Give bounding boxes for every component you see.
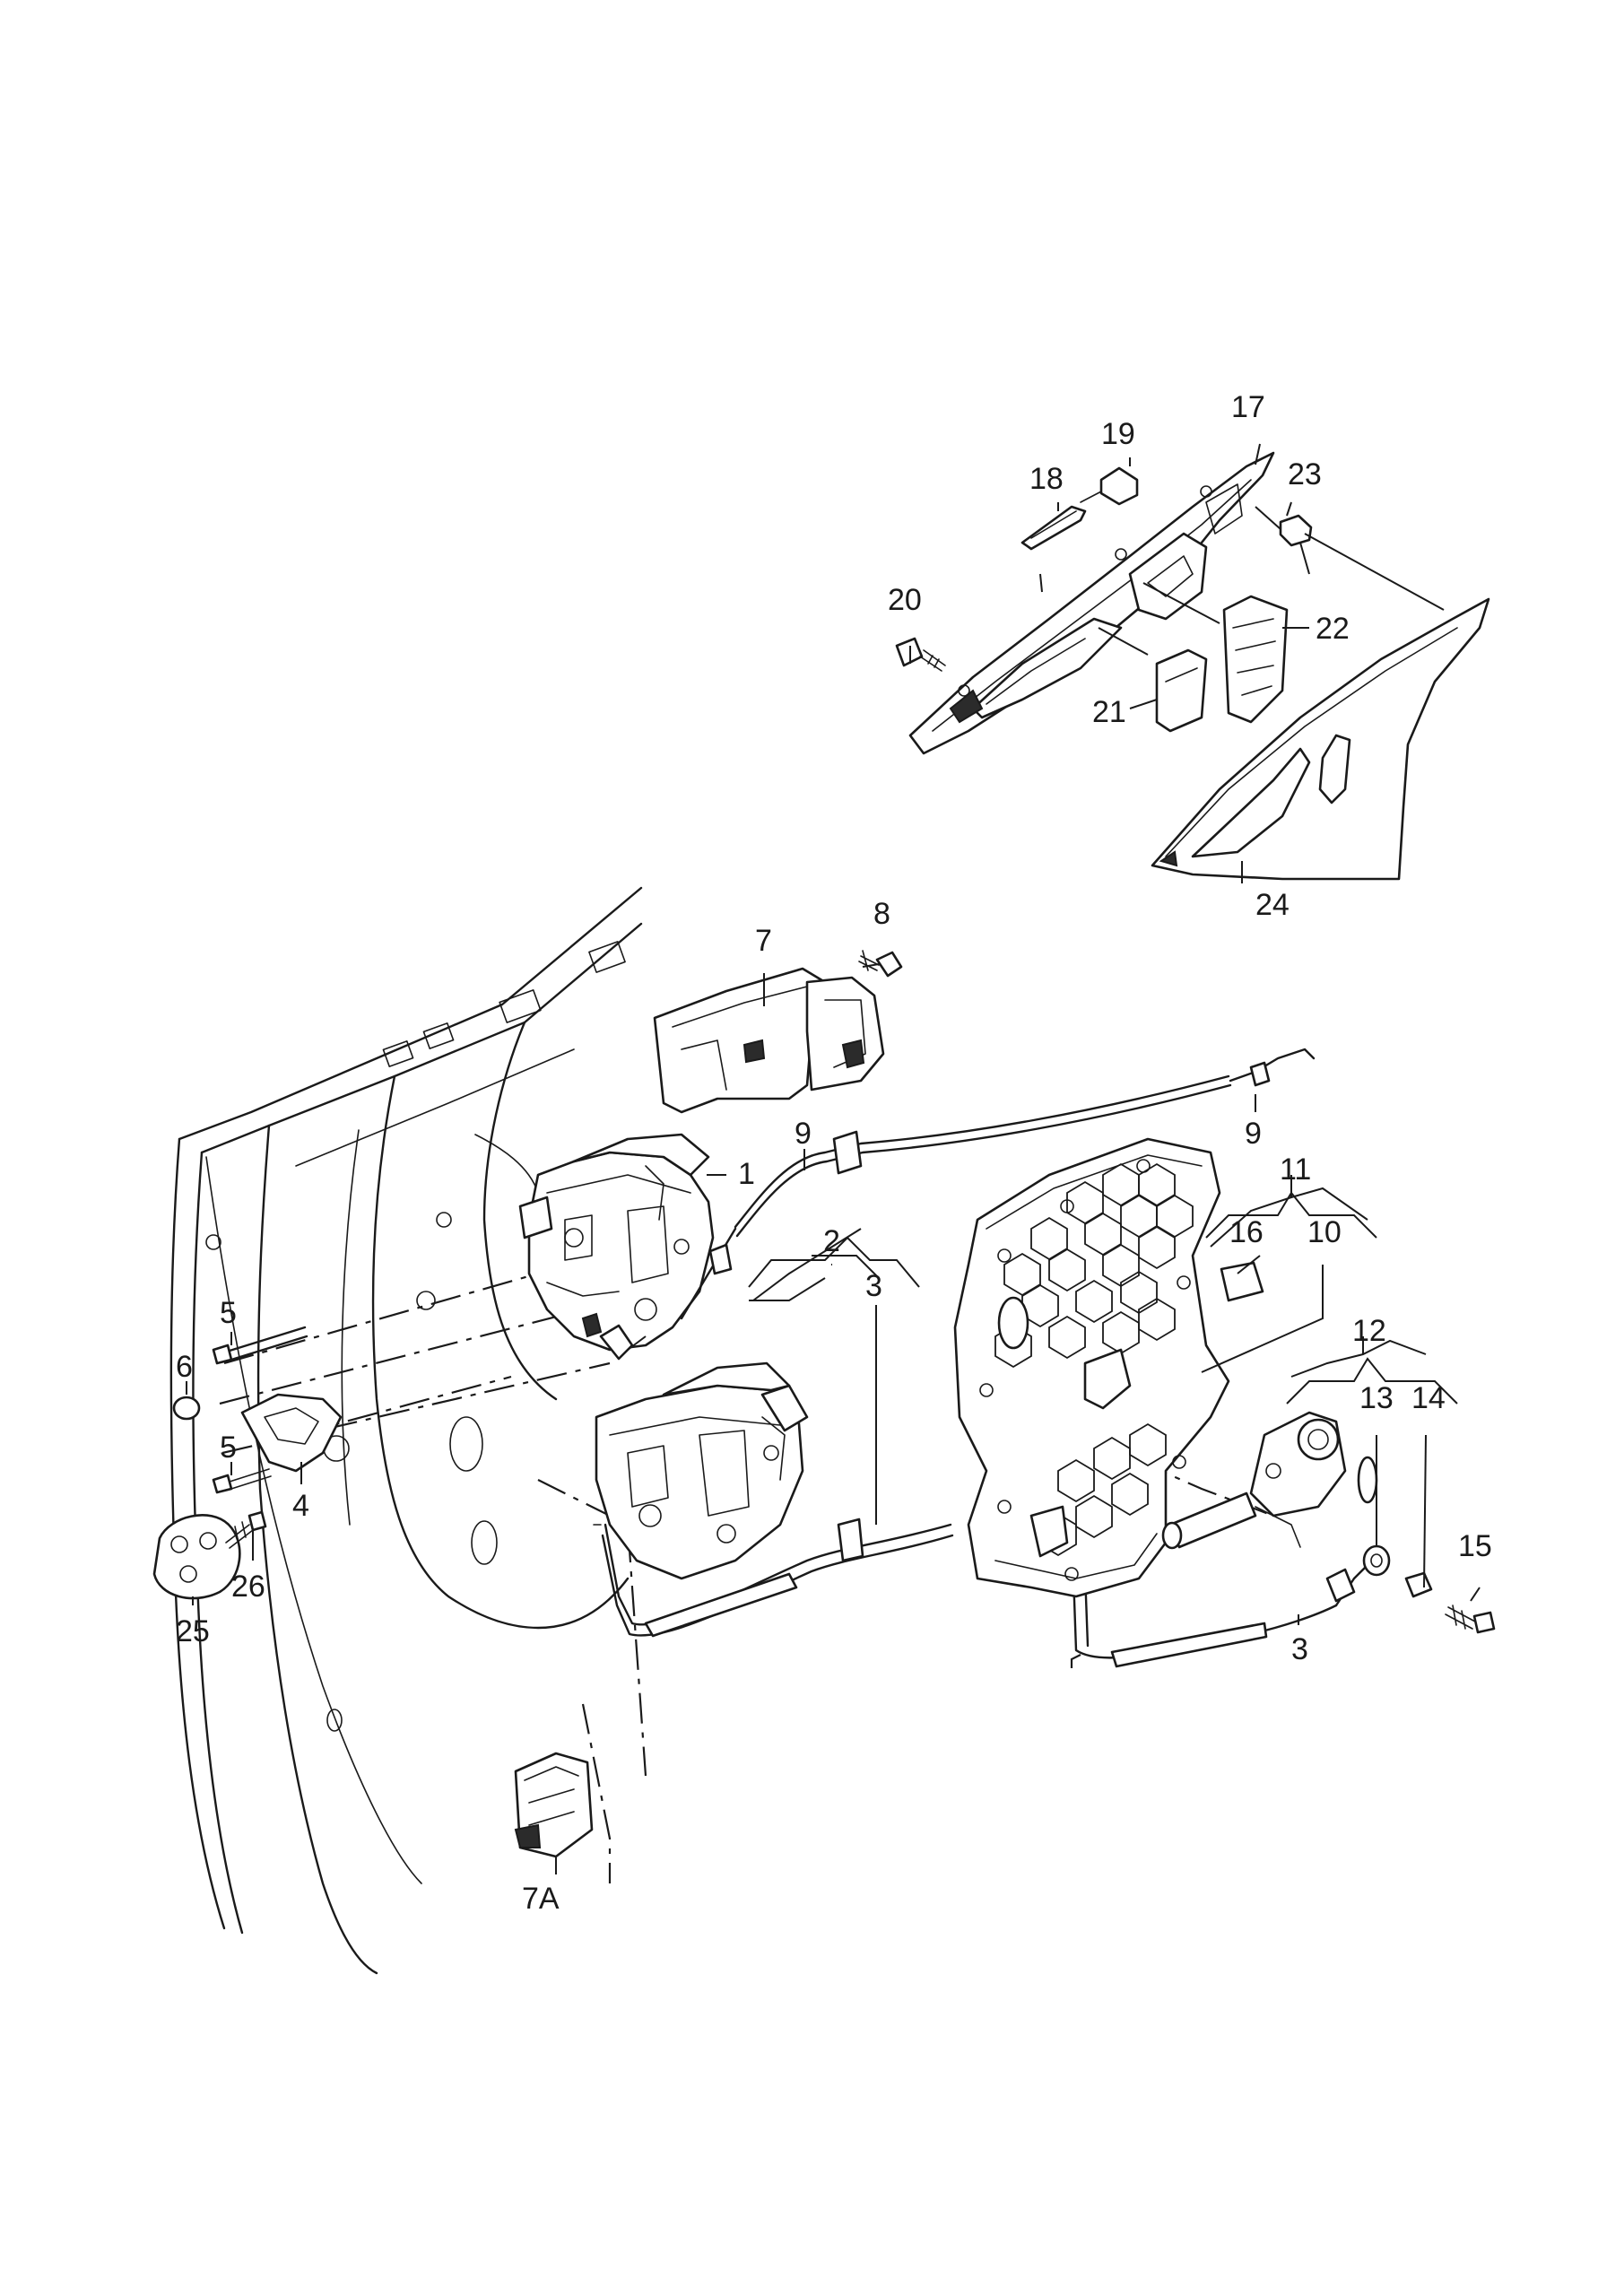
striker-plate-25 [152, 1514, 241, 1600]
door-lock-unit-1 [518, 1133, 715, 1361]
label-24: 24 [1255, 888, 1290, 922]
cap-6 [172, 1396, 201, 1421]
module-carrier-panel [953, 1137, 1230, 1598]
outer-handle-bracket-7 [653, 967, 885, 1114]
screw-20 [895, 637, 946, 672]
label-13: 13 [1359, 1381, 1394, 1415]
label-7: 7 [755, 924, 772, 958]
screw-26 [225, 1510, 267, 1549]
label-11: 11 [1280, 1152, 1311, 1187]
bracket-7a [514, 1752, 594, 1858]
leader-lines [186, 443, 1481, 1874]
label-6: 6 [176, 1350, 193, 1384]
label-26: 26 [231, 1570, 265, 1604]
window-motor-12 [1161, 1411, 1378, 1550]
label-14: 14 [1411, 1381, 1446, 1415]
pad-16 [1220, 1261, 1264, 1302]
bracket-markers [748, 1191, 1458, 1405]
label-7a: 7A [522, 1882, 560, 1916]
handle-trim-panel [1151, 597, 1490, 881]
label-4: 4 [292, 1489, 309, 1523]
bushing-14 [1404, 1571, 1433, 1598]
door-catch-4 [240, 1393, 343, 1473]
label-1: 1 [738, 1157, 755, 1191]
label-3-lower: 3 [1291, 1632, 1308, 1666]
label-15: 15 [1458, 1529, 1492, 1563]
grommet-13 [1362, 1544, 1391, 1577]
label-12: 12 [1352, 1314, 1386, 1348]
switch-block-22 [1222, 595, 1289, 724]
label-9-right: 9 [1245, 1117, 1262, 1151]
label-20: 20 [888, 583, 922, 617]
screw-15 [1445, 1605, 1496, 1634]
cable-9 [680, 1048, 1316, 1320]
label-23: 23 [1288, 457, 1322, 491]
label-8: 8 [873, 897, 890, 931]
label-9-left: 9 [795, 1117, 812, 1151]
label-21: 21 [1092, 695, 1126, 729]
interior-handle-carrier [908, 451, 1275, 755]
label-17: 17 [1231, 390, 1265, 424]
label-5-lower: 5 [220, 1431, 237, 1465]
switch-21 [1155, 648, 1208, 733]
connector-19 [1080, 466, 1139, 506]
door-lock-unit-2 [595, 1361, 809, 1580]
screw-8 [858, 950, 903, 978]
label-3-upper: 3 [865, 1269, 882, 1303]
label-10: 10 [1307, 1215, 1342, 1249]
bolt-5-upper [212, 1326, 308, 1365]
label-2: 2 [823, 1224, 840, 1258]
label-18: 18 [1029, 462, 1064, 496]
label-25: 25 [176, 1614, 210, 1648]
bolt-5-lower [212, 1468, 272, 1494]
label-19: 19 [1101, 417, 1135, 451]
label-5-upper: 5 [220, 1296, 237, 1330]
cover-cap-18 [1020, 505, 1087, 551]
clip-23 [1279, 514, 1313, 547]
label-16: 16 [1229, 1215, 1264, 1249]
label-22: 22 [1316, 612, 1350, 646]
part-labels: 1 2 3 3 4 5 5 6 7 7A 8 9 9 10 11 12 13 1… [176, 390, 1492, 1916]
cable-3 [593, 1518, 1374, 1668]
